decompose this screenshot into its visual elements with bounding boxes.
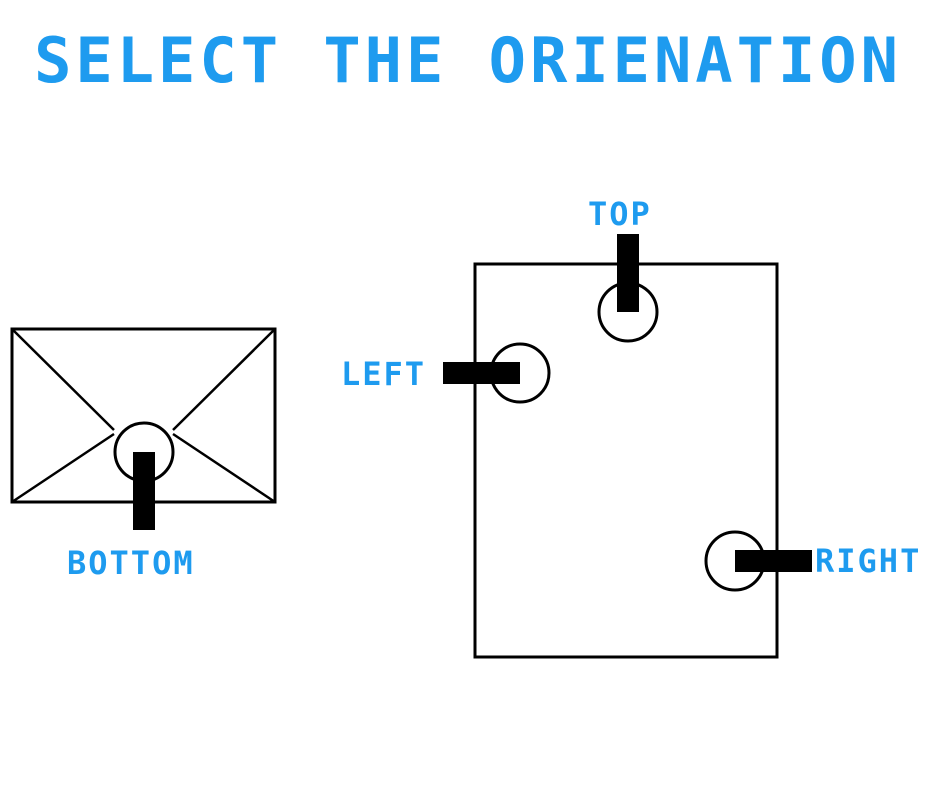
right-option-label[interactable]: RIGHT xyxy=(815,542,922,580)
envelope-flap-left-lower xyxy=(11,432,115,504)
page-title: SELECT THE ORIENATION xyxy=(34,24,902,97)
bottom-option-label[interactable]: BOTTOM xyxy=(67,544,195,582)
top-tab xyxy=(617,234,639,312)
right-tab xyxy=(735,550,812,572)
envelope-bottom-tab xyxy=(133,452,155,530)
envelope-flap-left-upper xyxy=(11,328,115,431)
frame-top-option[interactable] xyxy=(597,234,659,343)
frame-options xyxy=(443,234,812,659)
envelope-flap-right-lower xyxy=(172,432,276,504)
left-tab xyxy=(443,362,520,384)
envelope-flap-right-upper xyxy=(172,328,276,431)
top-option-label[interactable]: TOP xyxy=(588,195,652,233)
envelope-bottom-option[interactable] xyxy=(10,327,277,530)
frame-left-option[interactable] xyxy=(443,342,551,404)
frame-right-option[interactable] xyxy=(704,530,812,592)
left-option-label[interactable]: LEFT xyxy=(341,355,427,393)
